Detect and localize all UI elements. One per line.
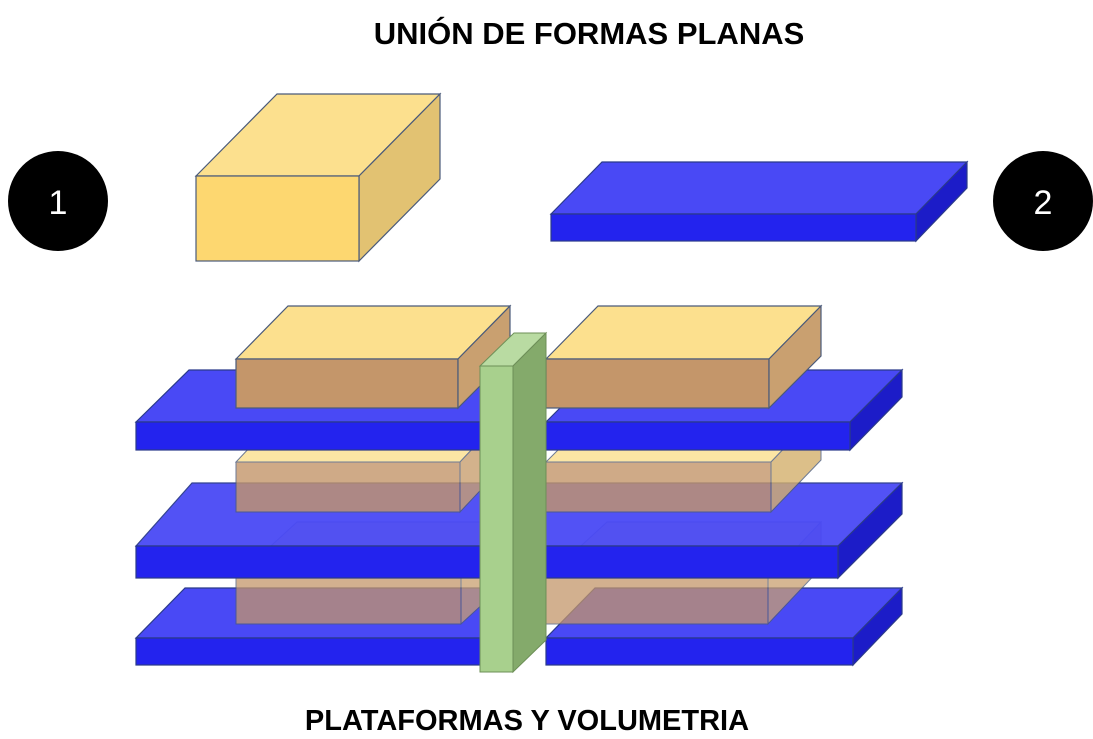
composition-platforms-volumes (134, 304, 904, 674)
example-plane-slab (549, 160, 969, 243)
page-title: UNIÓN DE FORMAS PLANAS (374, 15, 805, 51)
step-badge-2-label: 2 (1034, 184, 1053, 222)
example-volume-box (194, 92, 442, 263)
step-badge-2: 2 (993, 151, 1093, 251)
green-column (478, 331, 548, 674)
yellow-volumes-top (234, 304, 823, 410)
step-badge-1: 1 (8, 151, 108, 251)
step-badge-1-label: 1 (49, 184, 68, 222)
diagram-caption: PLATAFORMAS Y VOLUMETRIA (305, 705, 749, 737)
